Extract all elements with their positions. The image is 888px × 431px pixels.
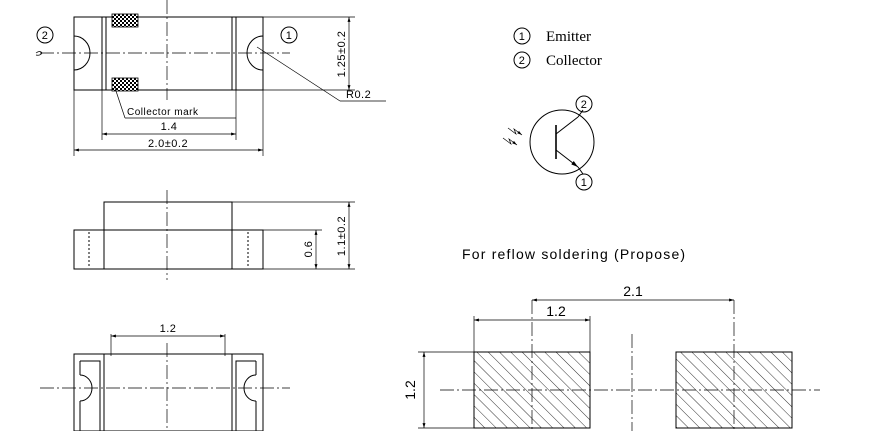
collector-mark-label: Collector mark xyxy=(127,107,199,118)
overall-width-dim: 2.0±0.2 xyxy=(148,138,188,150)
pin2-marker: 2 xyxy=(42,30,49,42)
height-dim: 1.25±0.2 xyxy=(336,31,348,78)
collector-mark-top xyxy=(111,13,139,28)
overall-height-dim: 1.1±0.2 xyxy=(336,216,348,256)
legend-emitter-marker: 1 xyxy=(519,31,526,43)
bottom-view: 1.2 xyxy=(40,323,290,431)
phototransistor-symbol: 2 1 xyxy=(502,95,595,191)
reflow-title: For reflow soldering (Propose) xyxy=(462,246,686,262)
legend-collector-label: Collector xyxy=(546,53,602,69)
pin-legend: 1 Emitter 2 Collector xyxy=(513,27,602,69)
legend-collector-marker: 2 xyxy=(519,55,526,67)
terminal-gap-dim: 1.2 xyxy=(160,323,177,335)
pin1-marker: 1 xyxy=(286,30,293,42)
symbol-pin2-circle xyxy=(575,95,593,113)
pad-width-dim: 1.2 xyxy=(546,303,566,319)
pad-height-dim: 1.2 xyxy=(402,380,418,400)
symbol-pin1-marker: 1 xyxy=(581,177,588,189)
pin2-marker-circle xyxy=(36,26,54,44)
reflow-pad-layout: For reflow soldering (Propose) 2.1 1.2 1… xyxy=(402,246,820,431)
radius-label: R0.2 xyxy=(346,89,371,101)
terminal-height-dim: 0.6 xyxy=(303,241,315,258)
symbol-pin2-marker: 2 xyxy=(581,99,588,111)
legend-collector-circle xyxy=(513,51,531,69)
collector-mark-bottom xyxy=(111,77,139,92)
symbol-pin1-circle xyxy=(575,173,593,191)
pad-pitch-dim: 2.1 xyxy=(623,283,643,299)
top-view: 2 1 R0.2 1.25±0.2 Collector mark 1.4 2.0… xyxy=(35,0,386,156)
inner-width-dim: 1.4 xyxy=(161,121,178,133)
legend-emitter-label: Emitter xyxy=(546,29,591,45)
legend-emitter-circle xyxy=(513,27,531,45)
side-view: 0.6 1.1±0.2 xyxy=(73,190,355,280)
pin1-marker-circle xyxy=(280,26,298,44)
